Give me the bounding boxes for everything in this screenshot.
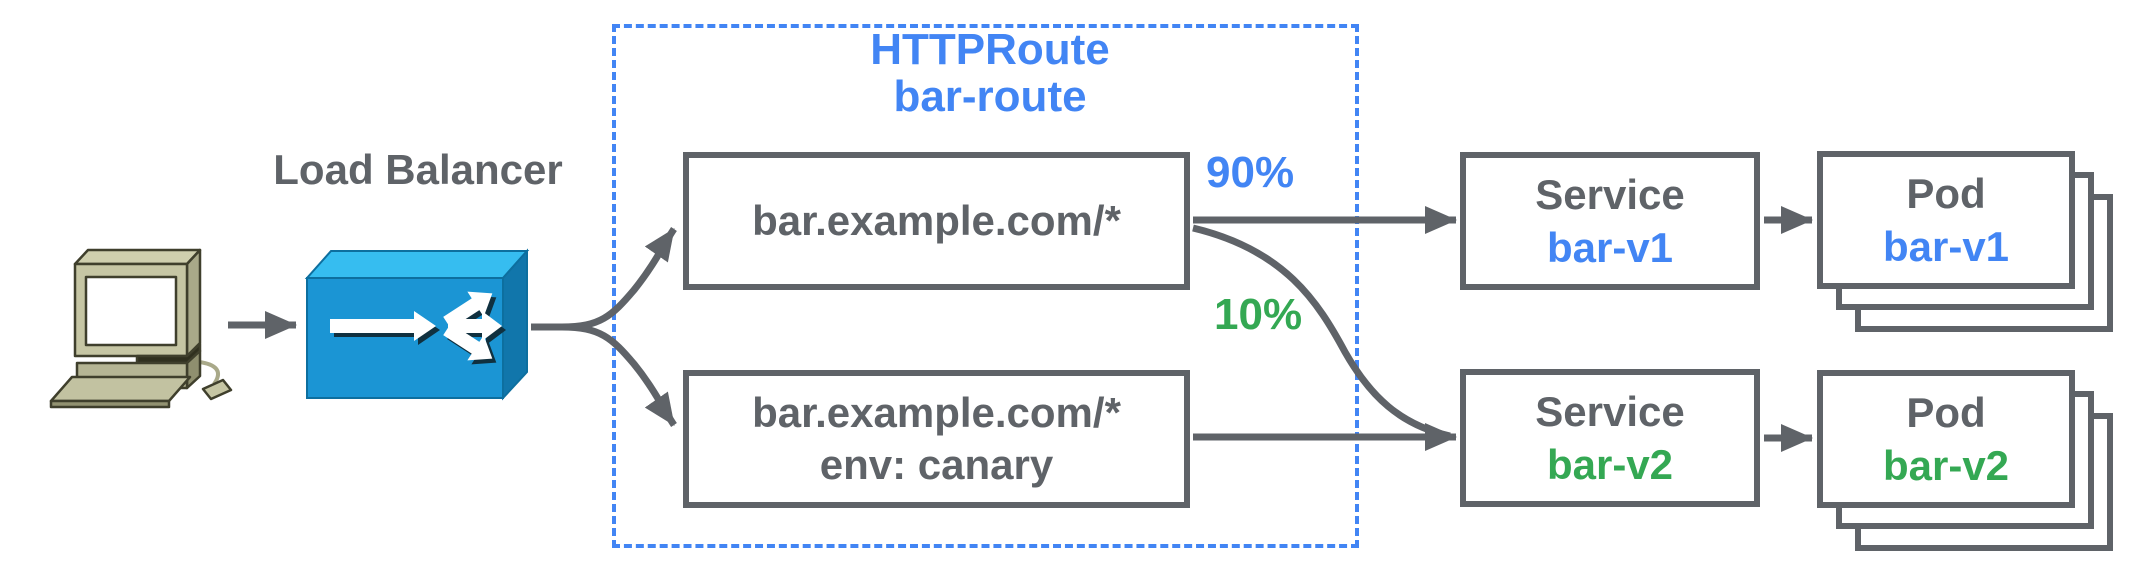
pod-kind-label: Pod <box>1906 389 1986 436</box>
pod-name-label: bar-v2 <box>1882 442 2010 489</box>
pod-name-label: bar-v1 <box>1882 223 2010 270</box>
route-env-label: env: canary <box>819 441 1054 488</box>
httproute-group-box <box>612 24 1359 548</box>
desktop-computer-icon <box>49 248 233 409</box>
pod-card: Pod bar-v2 <box>1817 370 2075 508</box>
httproute-title: HTTPRoute bar-route <box>760 26 1220 120</box>
load-balancer-label: Load Balancer <box>273 146 563 193</box>
pod-kind-label: Pod <box>1906 170 1986 217</box>
weight-label-90: 90% <box>1206 148 1295 197</box>
connector-10-percent <box>1192 224 1451 440</box>
arrow-split-bottom <box>561 323 677 427</box>
weight-label-10: 10% <box>1214 290 1303 339</box>
service-kind-label: Service <box>1535 388 1685 435</box>
pod-stack-bar-v2: Pod bar-v2 <box>1817 370 2117 555</box>
pod-card: Pod bar-v1 <box>1817 151 2075 289</box>
route-match-label: bar.example.com/* <box>752 197 1121 244</box>
httproute-title-kind: HTTPRoute <box>870 25 1110 74</box>
service-box-bar-v1: Service bar-v1 <box>1460 152 1760 290</box>
httproute-title-name: bar-route <box>893 72 1087 121</box>
service-box-bar-v2: Service bar-v2 <box>1460 369 1760 507</box>
service-kind-label: Service <box>1535 171 1685 218</box>
service-name-label: bar-v2 <box>1546 441 1674 488</box>
load-balancer-icon <box>304 248 530 401</box>
lb-split-connector <box>531 227 677 427</box>
route-rule-box-1: bar.example.com/* <box>683 152 1190 290</box>
service-name-label: bar-v1 <box>1546 224 1674 271</box>
route-match-label: bar.example.com/* <box>752 389 1121 436</box>
arrow-split-top <box>561 227 677 331</box>
pod-stack-bar-v1: Pod bar-v1 <box>1817 151 2117 336</box>
route-rule-box-2: bar.example.com/* env: canary <box>683 370 1190 508</box>
